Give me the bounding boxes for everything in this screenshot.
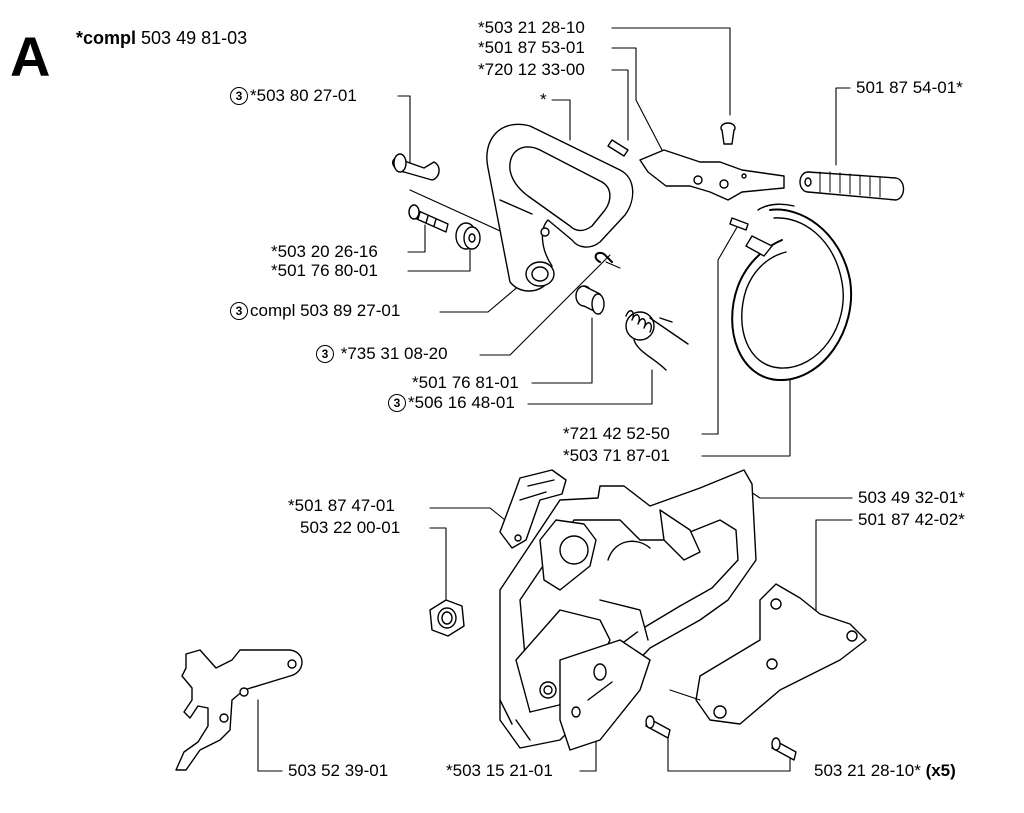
callout-p10: 3 *735 31 08-20 (316, 345, 448, 363)
callout-p15: *501 87 47-01 (288, 496, 395, 515)
small-screw-part (720, 122, 736, 145)
hand-guard-part (486, 123, 634, 292)
callout-p04: * (540, 90, 547, 109)
combination-tool-part (175, 649, 303, 771)
callout-p07: *503 20 26-16 (271, 242, 378, 261)
reference-badge: 3 (316, 345, 334, 363)
callout-p02: *501 87 53-01 (478, 38, 585, 57)
brake-lever-part (639, 149, 785, 201)
callout-p21: 503 21 28-10* (x5) (814, 762, 956, 780)
callout-p12: 3*506 16 48-01 (388, 394, 515, 412)
pivot-bushing-part (392, 153, 440, 181)
reference-badge: 3 (388, 394, 406, 412)
circlip-part (594, 252, 613, 263)
cover-screws-part (645, 715, 797, 761)
callout-p13: *721 42 52-50 (563, 424, 670, 443)
leader-lines (257, 27, 853, 772)
callout-p08: *501 76 80-01 (271, 261, 378, 280)
callout-p03: *720 12 33-00 (478, 60, 585, 79)
assembly-title: *compl 503 49 81-03 (76, 28, 247, 49)
callout-p01: *503 21 28-10 (478, 18, 585, 37)
callout-text: 503 21 28-10* (814, 761, 921, 780)
callout-p19: 503 52 39-01 (288, 761, 389, 780)
brake-band-part (731, 203, 853, 382)
callout-p05: 3*503 80 27-01 (230, 87, 357, 105)
assembly-title-prefix: *compl (76, 28, 137, 48)
callout-p17: 503 49 32-01* (858, 488, 965, 507)
callout-p11: *501 76 81-01 (412, 373, 519, 392)
band-pin-part (729, 217, 749, 231)
callout-p14: *503 71 87-01 (563, 446, 670, 465)
section-letter: A (10, 25, 51, 88)
callout-text: *503 80 27-01 (250, 86, 357, 105)
pin-part (607, 139, 629, 157)
callout-p16: 503 22 00-01 (300, 518, 401, 537)
screw-part (408, 204, 449, 233)
callout-p06: 501 87 54-01* (856, 78, 963, 97)
spring-part (625, 310, 689, 371)
callout-text: *735 31 08-20 (336, 344, 448, 363)
chain-catcher-part (499, 469, 567, 549)
reference-badge: 3 (230, 87, 248, 105)
quantity-note: (x5) (925, 761, 956, 780)
assembly-part-number: 503 49 81-03 (141, 28, 248, 48)
reference-badge: 3 (230, 302, 248, 320)
guide-plate-part (559, 639, 651, 751)
grip-coil-part (799, 171, 905, 201)
cover-plate-part (669, 583, 867, 725)
bar-nut-part (429, 599, 465, 637)
callout-p18: 501 87 42-02* (858, 510, 965, 529)
callout-p20: *503 15 21-01 (446, 761, 553, 780)
callout-text: compl 503 89 27-01 (250, 301, 401, 320)
sleeve-part (575, 285, 605, 315)
callout-text: *506 16 48-01 (408, 393, 515, 412)
washer-part (455, 222, 481, 250)
